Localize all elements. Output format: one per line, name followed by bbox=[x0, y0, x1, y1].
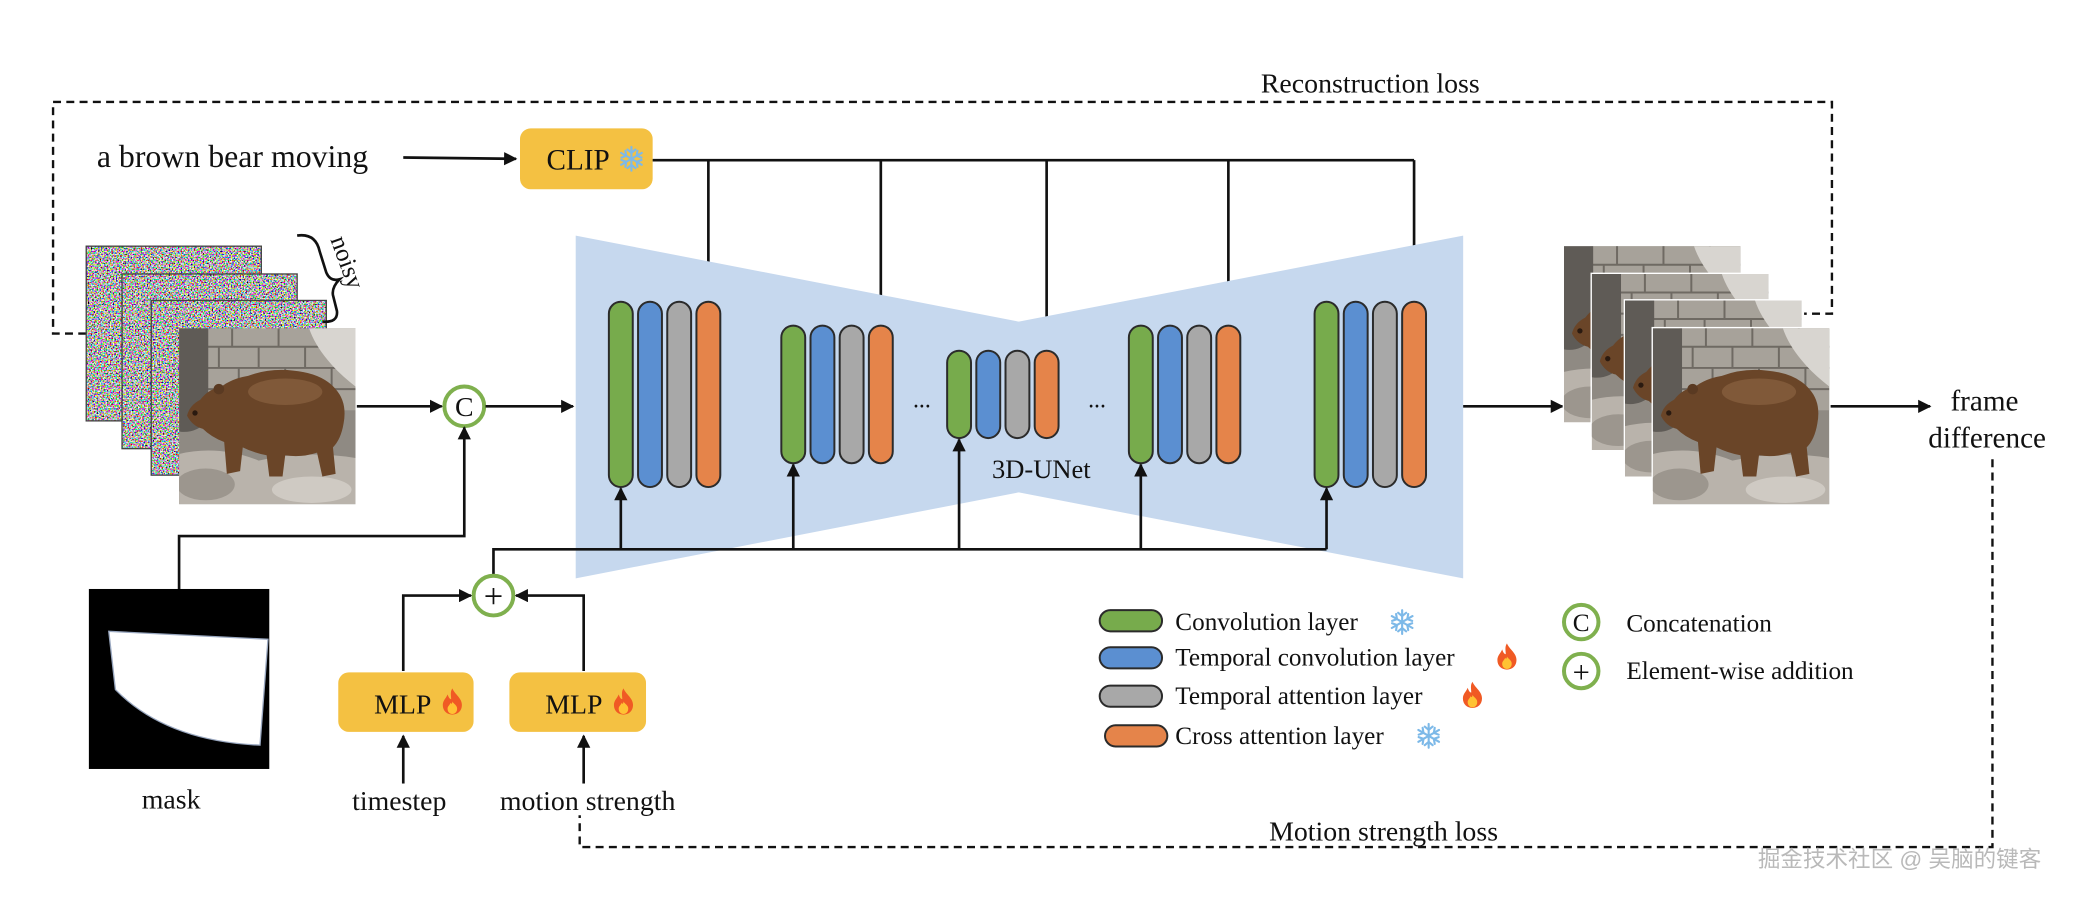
temporal-attention-layer bbox=[838, 324, 865, 465]
add-operator bbox=[471, 573, 516, 618]
legend-swatch-temporal-attention bbox=[1098, 684, 1164, 708]
temporal-attention-layer bbox=[1371, 300, 1398, 489]
cross-attention-layer bbox=[695, 300, 722, 489]
embedding-bus bbox=[492, 547, 1327, 576]
snowflake-icon bbox=[1390, 610, 1415, 634]
legend-swatch-convolution bbox=[1098, 609, 1164, 633]
motion-strength-label: motion strength bbox=[500, 786, 676, 817]
legend-concat-label: Concatenation bbox=[1626, 610, 1772, 637]
reconstruction-loss-path bbox=[51, 100, 1834, 335]
snowflake-icon bbox=[1416, 724, 1441, 748]
frame-difference-label-line2: difference bbox=[1928, 422, 2046, 454]
ellipsis-left: ... bbox=[913, 388, 931, 414]
concat-symbol: C bbox=[455, 392, 474, 423]
clip-label: CLIP bbox=[547, 144, 610, 176]
output-frames bbox=[1562, 244, 1831, 506]
legend-concat-symbol bbox=[1561, 602, 1601, 642]
reconstruction-loss-label: Reconstruction loss bbox=[1261, 69, 1480, 100]
legend-add-label: Element-wise addition bbox=[1626, 658, 1854, 685]
convolution-layer bbox=[1313, 300, 1340, 489]
legend-add-glyph: + bbox=[1573, 655, 1590, 689]
temporal-convolution-layer bbox=[975, 349, 1002, 440]
mask-to-concat-arrow bbox=[177, 426, 471, 589]
output-frame bbox=[1652, 328, 1830, 505]
convolution-layer bbox=[780, 324, 807, 465]
frame-difference-label-line1: frame bbox=[1950, 385, 2018, 417]
layer-group-5 bbox=[1313, 300, 1428, 489]
legend-swatch-temporal-convolution bbox=[1098, 646, 1164, 670]
fire-icon bbox=[1497, 643, 1517, 670]
mlp-motion-to-add-arrow bbox=[514, 588, 585, 672]
clip-block: CLIP bbox=[520, 128, 653, 190]
legend-swatch-cross-attention bbox=[1104, 724, 1169, 748]
convolution-layer bbox=[1127, 324, 1154, 465]
legend: Convolution layer Temporal convolution l… bbox=[1098, 602, 1854, 750]
noisy-brace bbox=[296, 233, 345, 324]
mlp-timestep-to-add-arrow bbox=[401, 588, 473, 672]
ellipsis-right: ... bbox=[1088, 388, 1106, 414]
cross-attention-layer bbox=[1033, 349, 1060, 440]
fire-icon bbox=[1462, 681, 1482, 708]
convolution-layer bbox=[607, 300, 634, 489]
noisy-label: noisy bbox=[325, 232, 369, 293]
motion-strength-loss-path bbox=[578, 459, 1994, 849]
legend-label-cross-attention: Cross attention layer bbox=[1175, 723, 1384, 750]
layer-group-3 bbox=[946, 349, 1060, 440]
cross-attention-layer bbox=[1401, 300, 1428, 489]
mask-image bbox=[88, 588, 270, 769]
legend-label-temporal-convolution: Temporal convolution layer bbox=[1175, 645, 1455, 672]
temporal-convolution-layer bbox=[1157, 324, 1183, 465]
mlp-timestep-block: MLP bbox=[338, 672, 474, 732]
layer-group-4 bbox=[1127, 324, 1242, 465]
timestep-label: timestep bbox=[352, 786, 446, 817]
layer-group-2 bbox=[780, 324, 894, 465]
motion-strength-loss-label: Motion strength loss bbox=[1269, 816, 1498, 847]
prompt-arrow bbox=[403, 152, 518, 166]
add-symbol: + bbox=[484, 578, 503, 616]
legend-add-symbol bbox=[1561, 651, 1601, 691]
temporal-convolution-layer bbox=[809, 324, 836, 465]
watermark: 掘金技术社区 @ 吴脑的键客 bbox=[1758, 847, 2041, 872]
mlp-motion-block: MLP bbox=[509, 672, 647, 732]
temporal-convolution-layer bbox=[637, 300, 663, 489]
temporal-convolution-layer bbox=[1342, 300, 1369, 489]
legend-label-temporal-attention: Temporal attention layer bbox=[1175, 683, 1423, 710]
bear-image bbox=[179, 328, 356, 505]
unet-label: 3D-UNet bbox=[992, 454, 1091, 484]
layer-group-1 bbox=[607, 300, 722, 489]
temporal-attention-layer bbox=[1004, 349, 1031, 440]
mlp-motion-label: MLP bbox=[545, 689, 602, 720]
noisy-input-stack bbox=[85, 245, 356, 505]
legend-concat-letter: C bbox=[1573, 610, 1590, 637]
temporal-attention-layer bbox=[666, 300, 693, 489]
cross-attention-layer bbox=[1215, 324, 1242, 465]
temporal-attention-layer bbox=[1186, 324, 1213, 465]
cross-attention-layer bbox=[867, 324, 894, 465]
mask-label: mask bbox=[142, 785, 201, 816]
convolution-layer bbox=[946, 349, 973, 440]
legend-label-convolution: Convolution layer bbox=[1175, 609, 1358, 636]
mlp-timestep-label: MLP bbox=[374, 689, 431, 720]
prompt-text: a brown bear moving bbox=[97, 139, 368, 174]
